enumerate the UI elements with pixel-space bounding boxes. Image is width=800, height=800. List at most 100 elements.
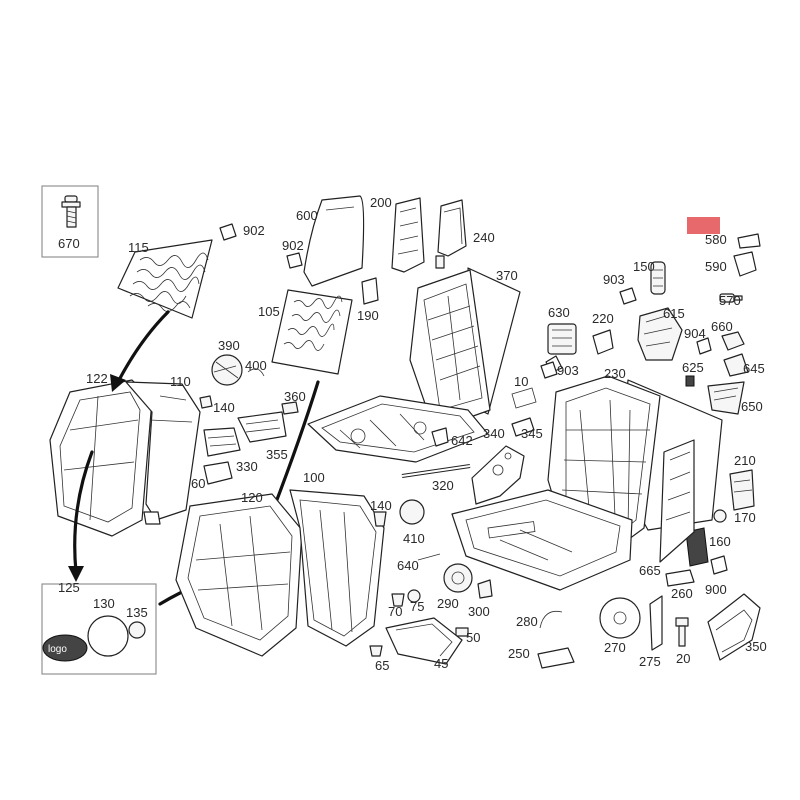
cap-220 xyxy=(592,329,614,355)
bracket-340 xyxy=(471,445,525,505)
label-640: 640 xyxy=(397,558,419,573)
disc-270 xyxy=(599,597,641,639)
rod-320 xyxy=(401,464,471,478)
part-75 xyxy=(407,589,421,603)
label-220: 220 xyxy=(592,311,614,326)
pin-640 xyxy=(417,553,441,561)
label-340: 340 xyxy=(483,426,505,441)
part-290 xyxy=(443,563,473,593)
label-45: 45 xyxy=(434,656,448,671)
label-170: 170 xyxy=(734,510,756,525)
part-580 xyxy=(737,233,761,249)
label-210: 210 xyxy=(734,453,756,468)
label-65: 65 xyxy=(375,658,389,673)
label-10: 10 xyxy=(514,374,528,389)
label-390: 390 xyxy=(218,338,240,353)
callout-labels: 670 115 902 902 600 200 240 370 580 590 … xyxy=(58,195,767,673)
bolt-670-box xyxy=(41,185,99,258)
label-275: 275 xyxy=(639,654,661,669)
part-625 xyxy=(685,375,695,387)
label-580: 580 xyxy=(705,232,727,247)
label-130: 130 xyxy=(93,596,115,611)
label-670: 670 xyxy=(58,236,80,251)
lever-275 xyxy=(649,595,663,651)
label-140b: 140 xyxy=(370,498,392,513)
label-320: 320 xyxy=(432,478,454,493)
part-300 xyxy=(477,579,493,599)
part-590 xyxy=(733,251,757,277)
label-240: 240 xyxy=(473,230,495,245)
clip-903-top xyxy=(619,287,637,305)
clip-904 xyxy=(696,337,712,355)
bolt-570 xyxy=(719,293,743,303)
label-50: 50 xyxy=(466,630,480,645)
arrow-122-to-box xyxy=(68,450,94,582)
arrow-115-to-122 xyxy=(110,310,170,392)
label-300: 300 xyxy=(468,604,490,619)
padding-mat-115 xyxy=(117,239,213,319)
cover-350 xyxy=(707,593,761,661)
part-280 xyxy=(539,610,563,629)
part-355 xyxy=(237,411,287,443)
part-65 xyxy=(369,645,383,657)
tray-45 xyxy=(385,617,463,665)
part-330 xyxy=(203,427,241,457)
seat-cushion-100 xyxy=(289,489,385,647)
part-70 xyxy=(391,593,405,607)
panel-200 xyxy=(391,197,425,273)
label-270: 270 xyxy=(604,640,626,655)
label-370: 370 xyxy=(496,268,518,283)
label-125: 125 xyxy=(58,580,80,595)
label-60: 60 xyxy=(191,476,205,491)
part-645 xyxy=(723,353,749,377)
label-410: 410 xyxy=(403,531,425,546)
bolt-20 xyxy=(675,617,689,647)
label-665: 665 xyxy=(639,563,661,578)
label-902b: 902 xyxy=(282,238,304,253)
part-360 xyxy=(281,401,299,415)
part-10 xyxy=(511,387,537,409)
label-642: 642 xyxy=(451,433,473,448)
label-200: 200 xyxy=(370,195,392,210)
label-900: 900 xyxy=(705,582,727,597)
label-135: 135 xyxy=(126,605,148,620)
label-360: 360 xyxy=(284,389,306,404)
seat-cushion-120 xyxy=(175,493,303,657)
label-150: 150 xyxy=(633,259,655,274)
label-140a: 140 xyxy=(213,400,235,415)
padding-mat-105 xyxy=(271,289,353,375)
label-590: 590 xyxy=(705,259,727,274)
label-345: 345 xyxy=(521,426,543,441)
label-330: 330 xyxy=(236,459,258,474)
label-20: 20 xyxy=(676,651,690,666)
label-615: 615 xyxy=(663,306,685,321)
label-100: 100 xyxy=(303,470,325,485)
label-260: 260 xyxy=(671,586,693,601)
label-230: 230 xyxy=(604,366,626,381)
label-660: 660 xyxy=(711,319,733,334)
seat-frame-center xyxy=(307,395,489,463)
label-902a: 902 xyxy=(243,223,265,238)
label-904: 904 xyxy=(684,326,706,341)
label-650: 650 xyxy=(741,399,763,414)
emblem-125-box: logo xyxy=(41,583,157,675)
label-75: 75 xyxy=(410,599,424,614)
backrest-frame-center xyxy=(409,269,491,421)
label-903b: 903 xyxy=(557,363,579,378)
clip-902-top xyxy=(219,223,237,241)
label-122: 122 xyxy=(86,371,108,386)
label-903a: 903 xyxy=(603,272,625,287)
part-410 xyxy=(399,499,425,525)
label-190: 190 xyxy=(357,308,379,323)
pin-140b xyxy=(373,511,387,527)
part-140a xyxy=(199,395,213,409)
part-160 xyxy=(685,527,709,567)
clip-902-mid xyxy=(286,252,303,269)
clip-900 xyxy=(710,555,728,575)
label-600: 600 xyxy=(296,208,318,223)
label-70: 70 xyxy=(388,604,402,619)
actuator-615 xyxy=(637,307,683,361)
highlight-marker xyxy=(687,217,720,234)
part-190 xyxy=(361,277,379,305)
label-630: 630 xyxy=(548,305,570,320)
